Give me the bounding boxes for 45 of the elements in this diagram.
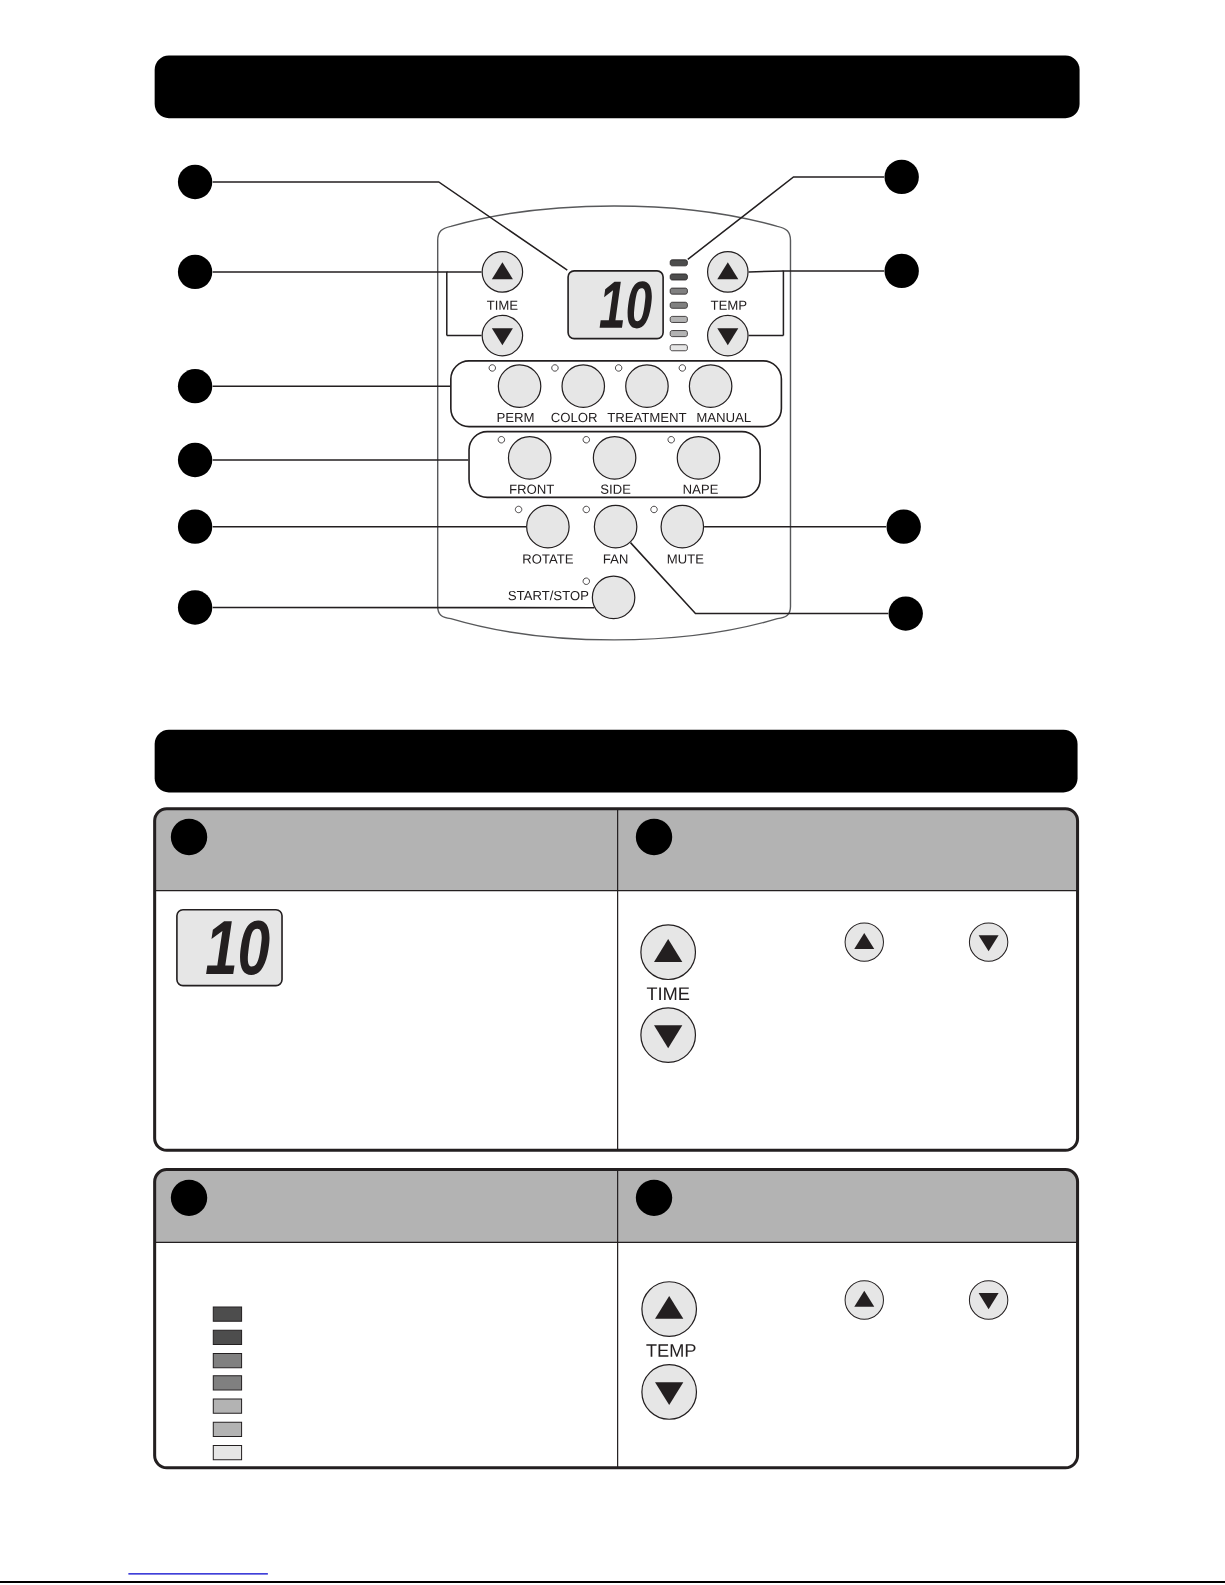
button-label: TREATMENT [607, 412, 687, 422]
callout-circle [888, 596, 923, 631]
callout-circle [884, 159, 919, 195]
leader-line [211, 181, 568, 271]
button-label: SIDE [600, 484, 631, 494]
button-label: ROTATE [523, 554, 573, 564]
leader-line [629, 541, 889, 615]
callout-circle [886, 509, 921, 544]
button-label: FAN [603, 554, 628, 564]
leader-line [703, 525, 887, 528]
lcd-display: 10 [176, 908, 283, 987]
callout-circle [884, 253, 919, 289]
leader-line [211, 385, 451, 387]
button-label: COLOR [551, 412, 597, 423]
title-bar [154, 55, 1080, 119]
leader-line [211, 525, 527, 528]
lcd-display: 10 [567, 270, 664, 340]
callout-circle [170, 1179, 208, 1217]
button-label: TIME [486, 300, 518, 310]
button-group [449, 360, 783, 428]
button-label: TIME [646, 987, 690, 1000]
callout-circle [635, 1179, 673, 1217]
callout-circle [177, 368, 213, 404]
button-label: MANUAL [697, 412, 751, 423]
callout-circle [177, 509, 213, 544]
callout-circle [177, 590, 213, 625]
button-label: TEMP [646, 1344, 696, 1357]
callout-circle [177, 164, 213, 200]
button-label: TEMP [710, 300, 747, 310]
leader-line [211, 271, 483, 337]
callout-circle [177, 442, 213, 478]
leader-line [211, 459, 469, 461]
leader-line [747, 270, 885, 337]
button-label: NAPE [683, 484, 718, 494]
button-label: START/STOP [508, 590, 589, 601]
button-label: PERM [497, 412, 534, 422]
button-label: FRONT [510, 484, 554, 494]
callout-circle [177, 254, 213, 290]
leader-line [211, 606, 595, 609]
button-label: MUTE [667, 554, 704, 564]
callout-circle [635, 818, 673, 856]
leader-line [686, 176, 885, 261]
button-group [468, 430, 761, 499]
title-bar [154, 729, 1078, 793]
callout-circle [170, 818, 208, 856]
